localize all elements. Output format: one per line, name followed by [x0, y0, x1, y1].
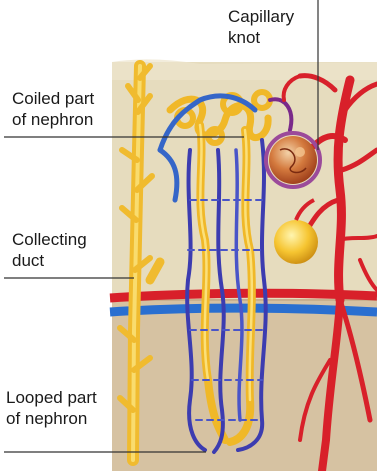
label-capillary-knot-line2: knot [228, 27, 294, 48]
label-collecting-duct: Collecting duct [10, 229, 89, 271]
label-collecting-duct-line2: duct [12, 250, 87, 271]
label-looped-part: Looped part of nephron [4, 387, 99, 429]
label-capillary-knot-line1: Capillary [228, 6, 294, 27]
label-coiled-part-line2: of nephron [12, 109, 94, 130]
label-coiled-part: Coiled part of nephron [10, 88, 96, 130]
label-capillary-knot: Capillary knot [226, 6, 296, 48]
label-looped-part-line2: of nephron [6, 408, 97, 429]
capillary-knot [266, 133, 320, 187]
label-looped-part-line1: Looped part [6, 387, 97, 408]
label-coiled-part-line1: Coiled part [12, 88, 94, 109]
label-collecting-duct-line1: Collecting [12, 229, 87, 250]
